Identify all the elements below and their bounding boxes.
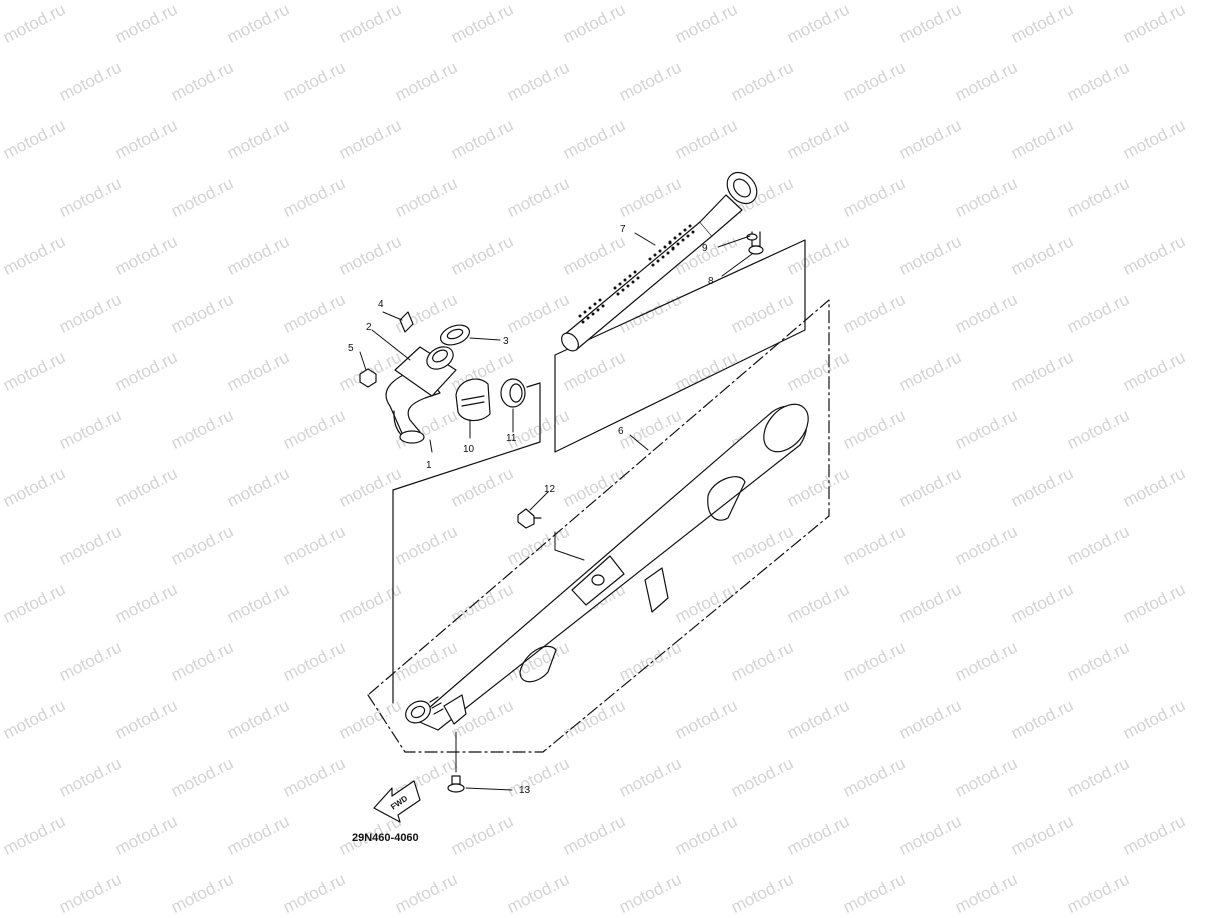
perforation-dot [668,240,672,244]
perforation-dot [583,310,587,314]
perforation-dot [588,306,592,310]
callout-12: 12 [544,484,556,495]
assembly-bracket-line-top [393,383,540,490]
perforation-dot [581,320,585,324]
callout-10: 10 [463,444,475,455]
perforation-dot [686,234,690,238]
clamp-10-part [456,379,490,421]
perforation-dot [658,249,662,253]
perforation-dot [681,238,685,242]
callout-13: 13 [519,785,531,796]
perforation-dot [621,288,625,292]
part-code: 29N460-4060 [352,832,419,844]
perforation-dot [671,246,675,250]
callout-3: 3 [503,336,509,347]
bolt-8-part [747,232,763,254]
perforation-dot [633,270,637,274]
callout-11: 11 [506,433,517,444]
perforation-dot [688,224,692,228]
joint-flange-part [395,342,457,396]
perforation-dot [601,304,605,308]
perforation-dot [651,263,655,267]
baffle-group-frame [555,240,805,452]
gasket-3-part [438,321,472,348]
perforation-dot [616,292,620,296]
callout-6: 6 [618,426,624,437]
perforation-dot [628,274,632,278]
perforation-dot [586,316,590,320]
callout-2: 2 [366,322,372,333]
perforation-dot [598,298,602,302]
perforation-dot [663,245,667,249]
perforation-dot [591,312,595,316]
callout-8: 8 [708,276,714,287]
callout-9: 9 [702,243,708,254]
perforation-dot [578,314,582,318]
muffler-group-frame [368,300,829,752]
perforation-dot [631,280,635,284]
nut-5-part [360,369,376,387]
perforation-dot [636,276,640,280]
callout-5: 5 [348,343,354,354]
fwd-arrow-icon [374,781,420,822]
perforation-dot [596,308,600,312]
perforation-dot [626,284,630,288]
baffle-tube-part [558,167,763,355]
callout-4: 4 [378,299,384,310]
perforation-dot [648,257,652,261]
perforation-dot [613,286,617,290]
perforation-dot [661,255,665,259]
perforation-dot [623,278,627,282]
sleeve-11-part [501,379,525,407]
perforation-dot [593,302,597,306]
perforation-dot [678,232,682,236]
bolt-13-part [448,776,464,792]
perforation-dot [666,251,670,255]
perforation-dot [618,282,622,286]
muffler-6-part [402,396,817,730]
callout-7: 7 [620,224,626,235]
callout-1: 1 [426,460,432,471]
perforation-dot [673,236,677,240]
stud-bolt-4-part [400,312,413,332]
perforation-dot [676,242,680,246]
perforation-dot [683,228,687,232]
callout-labels: 1 2 3 4 5 6 7 8 9 10 11 12 13 FWD 29N460… [348,224,714,844]
perforation-dot [656,259,660,263]
perforation-dot [653,253,657,257]
leader-lines [360,233,752,790]
perforation-dot [691,230,695,234]
bolt-12-part [518,509,541,528]
